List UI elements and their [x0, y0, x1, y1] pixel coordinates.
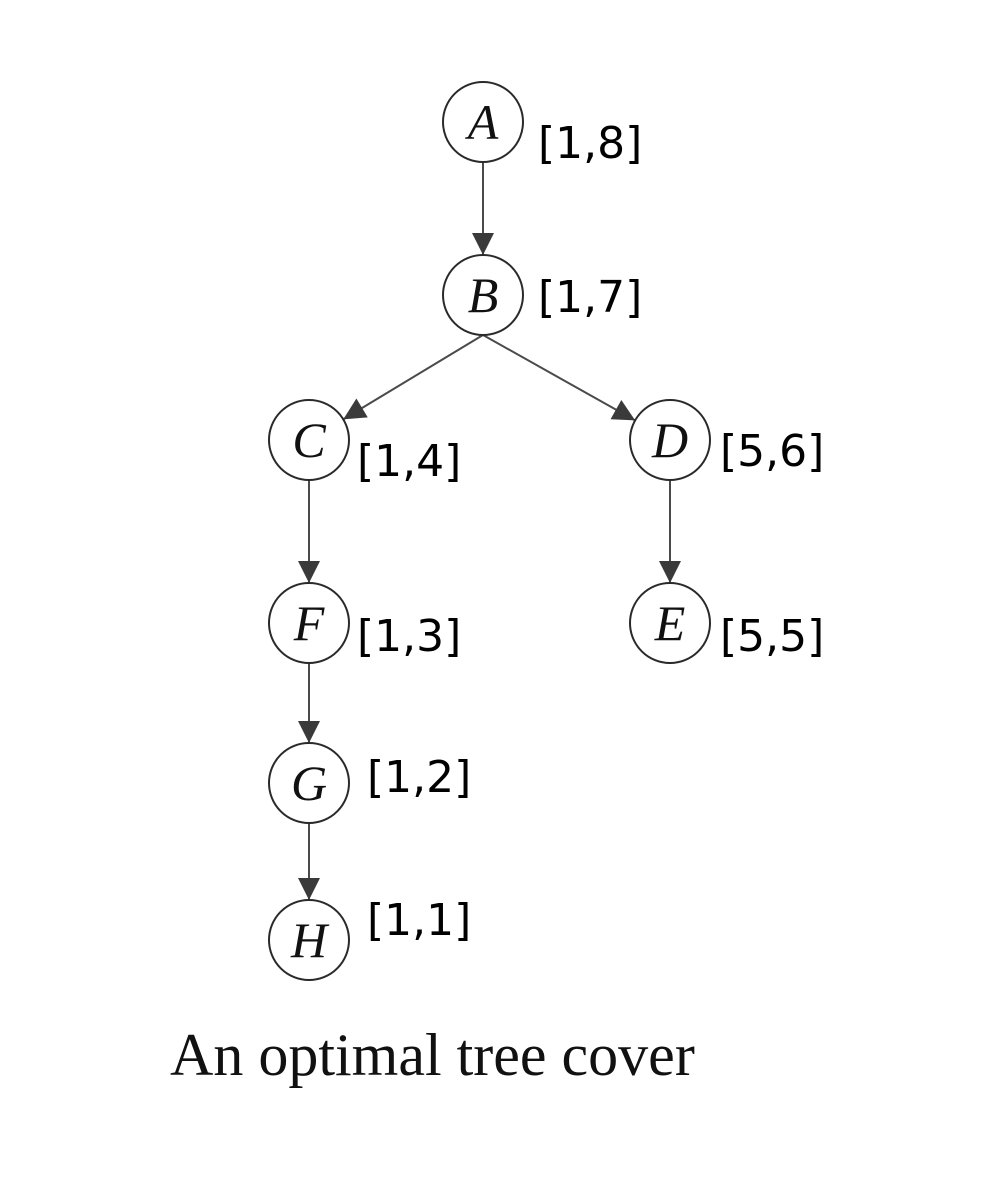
node-circle — [268, 899, 350, 981]
node-circle — [268, 582, 350, 664]
node-interval-label: [1,7] — [538, 272, 642, 323]
node-circle — [442, 81, 524, 163]
node-label: A — [465, 94, 499, 150]
edges — [298, 162, 681, 900]
node-interval-label: [1,3] — [357, 611, 461, 662]
edge-B-C — [342, 334, 484, 421]
node-circle — [268, 742, 350, 824]
node-label: C — [292, 412, 326, 468]
caption: An optimal tree cover — [170, 1022, 695, 1088]
node-label: B — [468, 267, 499, 323]
node-E: E [5,5] — [629, 582, 824, 664]
node-H: H [1,1] — [268, 895, 471, 981]
node-interval-label: [1,4] — [357, 436, 461, 487]
node-B: B [1,7] — [442, 254, 642, 336]
node-label: F — [293, 595, 325, 651]
node-F: F [1,3] — [268, 582, 461, 664]
node-A: A [1,8] — [442, 81, 642, 169]
node-G: G [1,2] — [268, 742, 471, 824]
node-C: C [1,4] — [268, 399, 461, 487]
node-circle — [442, 254, 524, 336]
node-interval-label: [1,2] — [367, 752, 471, 803]
node-label: E — [654, 595, 686, 651]
node-interval-label: [5,5] — [720, 611, 824, 662]
node-D: D [5,6] — [629, 399, 824, 481]
node-label: H — [290, 912, 330, 968]
edge-B-D — [482, 334, 636, 422]
node-circle — [268, 399, 350, 481]
node-interval-label: [1,8] — [538, 118, 642, 169]
node-label: D — [651, 412, 688, 468]
node-interval-label: [1,1] — [367, 895, 471, 946]
node-interval-label: [5,6] — [720, 426, 824, 477]
node-label: G — [291, 755, 327, 811]
node-circle — [629, 399, 711, 481]
node-circle — [629, 582, 711, 664]
nodes: A [1,8] B [1,7] C [1,4] D [5,6] F [1,3] E [5,5] G [1,… — [268, 81, 824, 981]
